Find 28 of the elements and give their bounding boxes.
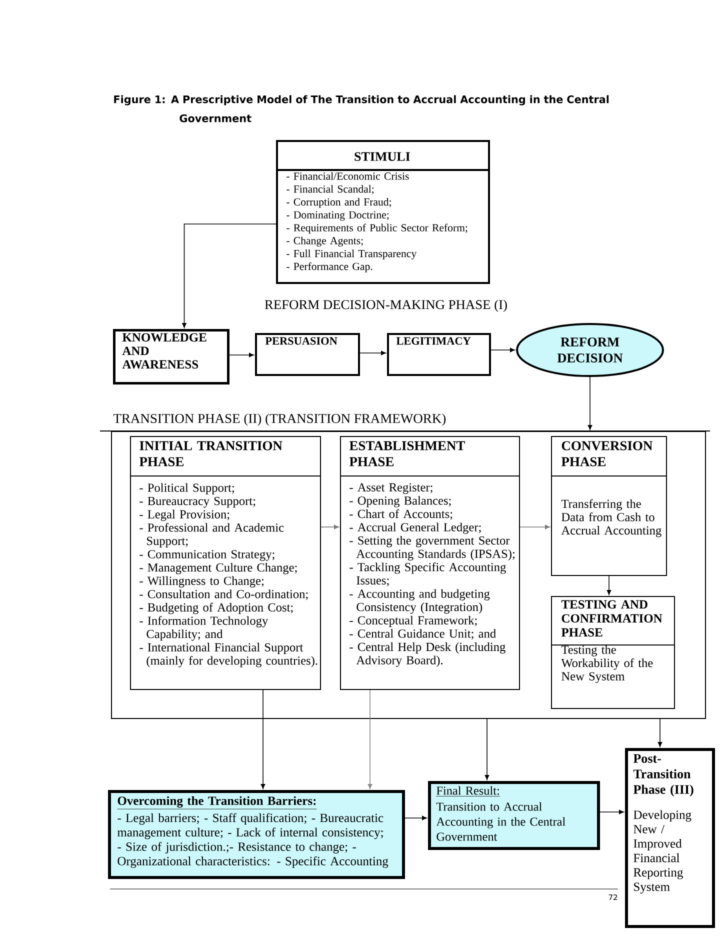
arrow xyxy=(520,524,550,530)
arrow xyxy=(182,224,276,328)
arrow xyxy=(484,718,490,780)
node-label: TRANSITION PHASE (II) (TRANSITION FRAMEWORK) xyxy=(113,414,446,426)
phase-box: CONVERSION PHASE Transferring the Data from Cash to Accrual Accounting xyxy=(550,436,667,576)
result-box: Final Result: Transition to Accrual Accounting in the Central Government xyxy=(428,781,600,850)
arrow xyxy=(490,348,515,352)
phase-box: TESTING AND CONFIRMATION PHASE Testing the Workability of the New System xyxy=(550,596,675,709)
arrow xyxy=(404,816,427,820)
arrow xyxy=(588,376,592,430)
phase-label: REFORM DECISION-MAKING PHASE (I) xyxy=(264,300,507,312)
phase-box: ESTABLISHMENT PHASE - Asset Register; - Opening Balances; - Chart of Accounts; - Accrual General Ledger; - Setting the government Sector Accounting Standards (IPSAS); - Tackling Specific Accounting Issues; - Accounting and budgeting Consistency (Integration) - Conceptual Framework; - Central Guidance Unit; and - Central Help Desk (including Advisory Board). xyxy=(340,436,520,690)
phase-box: Post-Transition Phase (III) Developing New / Improved Financial Reporting System xyxy=(625,748,715,928)
phase-box: INITIAL TRANSITION PHASE - Political Support; - Bureaucracy Support; - Legal Provision; - Professional and Academic Support; - Communication Strategy; - Management Culture Change; - Willingness to Change; - Consultation and Co-ordination; - Budgeting of Adoption Cost; - Information Technology Capability; and - International Financial Support (mainly for developing countries). xyxy=(130,436,321,690)
arrow xyxy=(658,718,662,747)
arrow xyxy=(600,810,624,814)
arrow xyxy=(260,690,266,789)
stimuli-box: STIMULI - Financial/Economic Crisis - Financial Scandal; - Corruption and Fraud; - Dominating Doctrine; - Requirements of Public Sector Reform; - Change Agents; - Full Financial Transparency - Performance Gap. xyxy=(276,140,490,284)
process-box: LEGITIMACY xyxy=(387,333,491,376)
arrow xyxy=(229,352,254,358)
process-box: PERSUASION xyxy=(255,333,360,376)
arrow xyxy=(368,690,372,789)
process-box: KNOWLEDGE AND AWARENESS xyxy=(113,329,230,384)
arrow xyxy=(606,576,612,595)
figure-title: Figure 1: A Prescriptive Model of The Transition to Accrual Accounting in the Central Government xyxy=(114,95,609,122)
arrow xyxy=(320,524,339,530)
result-box: Overcoming the Transition Barriers: - Legal barriers; - Staff qualification; - Bureaucratic management culture; - Lack of internal consistency; - Size of jurisdiction.;- Resistance to change; - Organizational characteristics: - Specific Accounting xyxy=(108,790,405,879)
arrow xyxy=(360,350,386,356)
